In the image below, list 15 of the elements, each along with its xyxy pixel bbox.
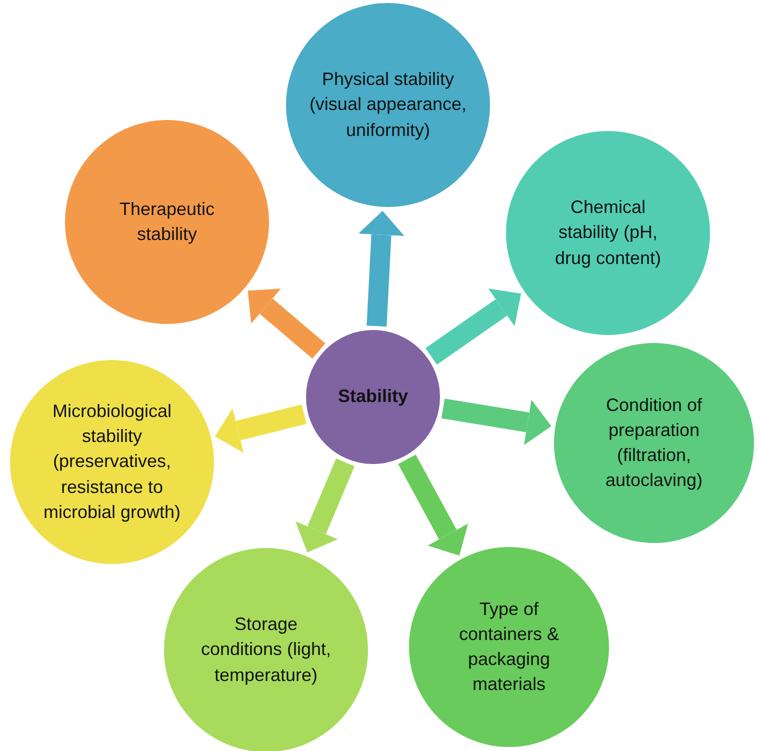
block-arrow [295,458,355,552]
node-label: Stability [336,385,409,408]
node-label: Physical stability (visual appearance, uniformity) [308,68,468,142]
node-label: Chemical stability (pH, drug content) [554,196,662,270]
block-arrow [441,398,552,446]
block-arrow [248,288,326,359]
node-label: Microbiological stability (preservatives, resistance to microbial growth) [42,400,182,524]
node-label: Type of containers & packaging materials [458,598,560,696]
block-arrow [398,454,468,556]
node-label: Therapeutic stability [118,198,216,246]
block-arrow [426,288,522,365]
block-arrow [358,210,404,327]
node-label: Condition of preparation (filtration, autoclaving) [604,394,704,492]
node-label: Storage conditions (light, temperature) [200,613,332,687]
block-arrow [214,404,306,453]
